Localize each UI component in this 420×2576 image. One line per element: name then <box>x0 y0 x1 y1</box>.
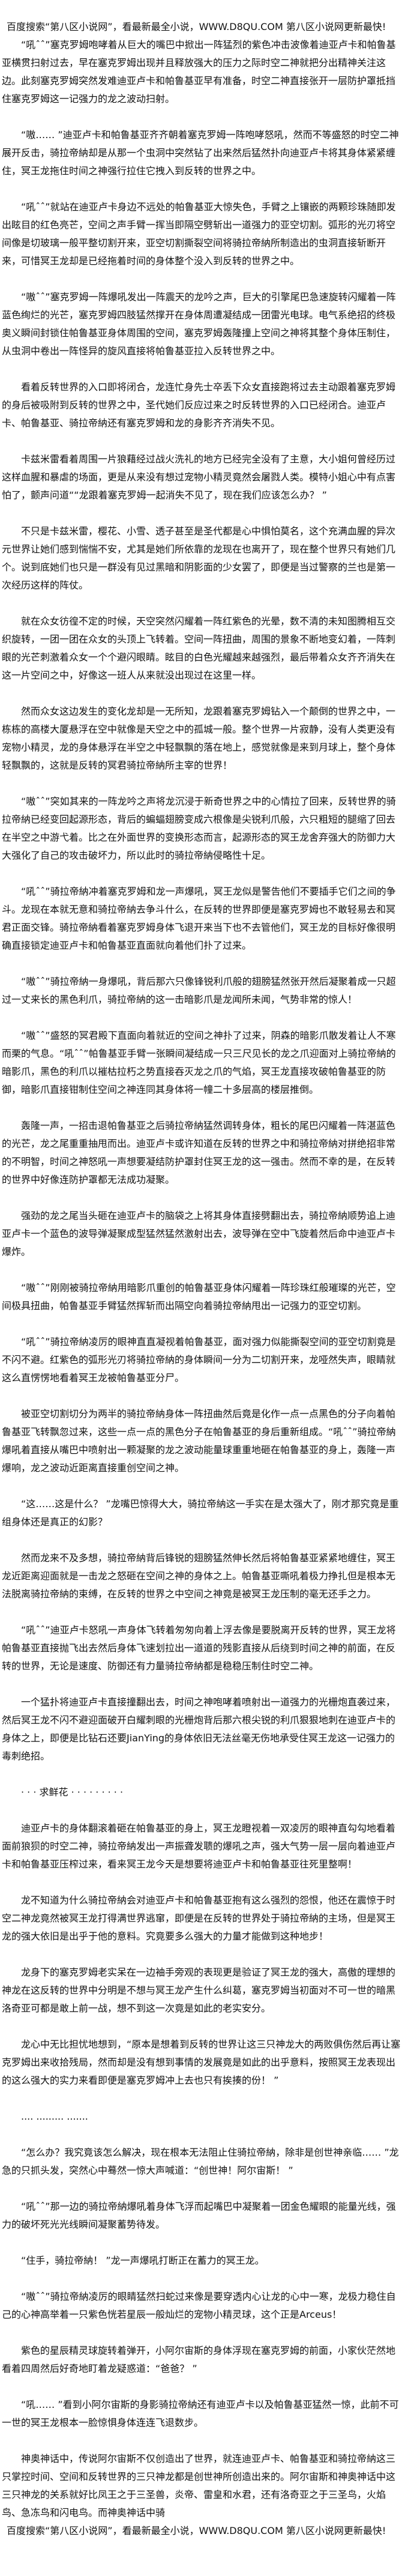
chapter-paragraph: “嗷ˆˆ”盛怒的冥君殿下直面向着就近的空间之神扑了过来，阴森的暗影爪散发着让人不… <box>2 1030 396 1095</box>
chapter-paragraph: 龙不知道为什么骑拉帝納会对迪亚卢卡和帕鲁基亚抱有这么强烈的怨恨，他还在震惊于时空… <box>2 1894 396 1942</box>
chapter-paragraph: · · · 求鲜花 · · · · · · · · · <box>21 1786 124 1798</box>
chapter-paragraph: 然而龙来不及多想，骑拉帝納背后锋锐的翅膀猛然伸长然后将帕鲁基亚紧紧地缠住，冥王龙… <box>2 1552 396 1600</box>
chapter-paragraph: 龙心中无比担忧地想到，“原本是想着到反转的世界让这三只神龙大的两败俱伤然后再让塞… <box>2 2039 401 2086</box>
chapter-paragraph: “嗷ˆˆ”刚刚被骑拉帝納用暗影爪重创的帕鲁基亚身体闪耀着一阵珍珠红般璀璨的光芒，… <box>2 1282 396 1311</box>
chapter-paragraph: “嗷ˆˆ”骑拉帝納一身爆吼，背后那六只像锋锐利爪般的翅膀猛然张开然后凝聚着成一只… <box>2 976 396 1005</box>
chapter-paragraph: 一个猛扑将迪亚卢卡直接撞翻出去，时间之神咆哮着喷射出一道强力的光栅炮直袭过来，然… <box>2 1696 396 1762</box>
site-promo-header: 百度搜索“第八区小说网”，看最新最全小说，WWW.D8QU.COM 第八区小说网… <box>7 21 386 32</box>
chapter-paragraph: “吼ˆˆ”就站在迪亚卢卡身边不远处的帕鲁基亚大惊失色，手臂之上镶嵌的两颗珍珠随即… <box>2 201 396 267</box>
chapter-paragraph: “怎么办？我究竟该怎么解决，现在根本无法阻止住骑拉帝納，除非是创世神亲临…… ”… <box>2 2147 399 2176</box>
chapter-paragraph: .... ......... ....... <box>21 2111 88 2122</box>
chapter-paragraph: “吼…… ”看到小阿尔宙斯的身影骑拉帝納还有迪亚卢卡以及帕鲁基亚猛然一惊，此前不… <box>2 2399 399 2428</box>
chapter-paragraph: 然而众女这边发生的变化龙却是一无所知，龙跟着塞克罗姆钻入一个颠倒的世界之中，一栋… <box>2 706 396 771</box>
chapter-paragraph: “嗷…… ”迪亚卢卡和帕鲁基亚齐齐朝着塞克罗姆一阵咆哮怒吼，然而不等盛怒的时空二… <box>2 129 399 177</box>
chapter-paragraph: 强劲的龙之尾当头砸在迪亚卢卡的脑袋之上将其身体直接劈翻出去，骑拉帝納顺势追上迪亚… <box>2 1210 396 1257</box>
chapter-paragraph: “吼ˆˆ”骑拉帝納凌厉的眼神直直凝视着帕鲁基亚，面对强力似能撕裂空间的亚空切割竟… <box>2 1336 396 1383</box>
chapter-paragraph: 就在众女彷徨不定的时候，天空突然闪耀着一阵红紫色的光晕，数不清的未知图腾相互交织… <box>2 615 396 681</box>
chapter-page: 百度搜索“第八区小说网”，看最新最全小说，WWW.D8QU.COM 第八区小说网… <box>2 21 404 2536</box>
chapter-paragraph: 看着反转世界的入口即将闭合，龙连忙身先士卒丢下众女直接跑将过去主动跟着塞克罗姆的… <box>2 381 396 429</box>
chapter-paragraph: “住手，骑拉帝納！ ”龙一声爆吼打断正在蓄力的冥王龙。 <box>21 2255 265 2266</box>
chapter-paragraph: “吼ˆˆ”迪亚卢卡怒吼一声身体飞转着匆匆向着上浮去像是要脱离开反转的世界，冥王龙… <box>2 1624 396 1672</box>
chapter-paragraph: 神奥神话中，传说阿尔宙斯不仅创造出了世界，就连迪亚卢卡、帕鲁基亚和骑拉帝納这三只… <box>2 2453 396 2518</box>
chapter-paragraph: 卡兹米雷看着周围一片狼藉经过战火洗礼的地方已经完全没有了主意，大小姐何曾经历过这… <box>2 453 396 501</box>
chapter-paragraph: “嗷ˆˆ”突如其来的一阵龙吟之声将龙沉浸于新奇世界之中的心情拉了回来，反转世界的… <box>2 796 396 861</box>
chapter-paragraph: “吼ˆˆ”那一边的骑拉帝納爆吼着身体飞浮而起嘴巴中凝聚着一团金色耀眼的能量光线，… <box>2 2201 396 2230</box>
chapter-paragraph: “这……这是什么？ ”龙嘴巴惊得大大，骑拉帝納这一手实在是太强大了，刚才那究竟是… <box>2 1498 399 1528</box>
chapter-paragraph: 迪亚卢卡的身体翻滚着砸在帕鲁基亚的身上，冥王龙瞪视着一双凌厉的眼神直勾勾地看着面… <box>2 1822 396 1870</box>
chapter-paragraph: “吼ˆˆ”塞克罗姆咆哮着从巨大的嘴巴中掀出一阵猛烈的紫色冲击波像着迪亚卢卡和帕鲁… <box>2 39 396 104</box>
chapter-paragraph: “嗷ˆˆ”塞克罗姆一阵爆吼发出一阵震天的龙吟之声，巨大的引擎尾巴急速旋转闪耀着一… <box>2 291 396 357</box>
chapter-paragraph: 被亚空切割切分为两半的骑拉帝納身体一阵扭曲然后竟是化作一点一点黑色的分子向着帕鲁… <box>2 1408 396 1474</box>
chapter-body: “吼ˆˆ”塞克罗姆咆哮着从巨大的嘴巴中掀出一阵猛烈的紫色冲击波像着迪亚卢卡和帕鲁… <box>2 36 404 2522</box>
chapter-paragraph: 龙身下的塞克罗姆老实呆在一边袖手旁观的表现更是验证了冥王龙的强大，高傲的理想的神… <box>2 1967 396 2014</box>
chapter-paragraph: 轰隆一声，一招击退帕鲁基亚之后骑拉帝納猛然调转身体，粗长的尾巴闪耀着一阵湛蓝色的… <box>2 1120 396 1185</box>
chapter-paragraph: 紫色的星辰精灵球旋转着弹开，小阿尔宙斯的身体浮现在塞克罗姆的前面，小家伙茫然地看… <box>2 2345 396 2374</box>
chapter-paragraph: 不只是卡兹米雷，樱花、小雪、透子甚至是圣代都是心中惧怕莫名，这个充满血腥的异次元… <box>2 525 396 591</box>
chapter-paragraph: “吼ˆˆ”骑拉帝納冲着塞克罗姆和龙一声爆吼，冥王龙似是警告他们不要插手它们之间的… <box>2 886 396 951</box>
site-promo-footer: 百度搜索“第八区小说网”，看最新最全小说，WWW.D8QU.COM 第八区小说网… <box>7 2525 386 2536</box>
chapter-paragraph: “嗷ˆˆ”骑拉帝納凌厉的眼睛猛然扫蛇过来像是要穿透内心让龙的心中一寒，龙极力稳住… <box>2 2291 396 2320</box>
